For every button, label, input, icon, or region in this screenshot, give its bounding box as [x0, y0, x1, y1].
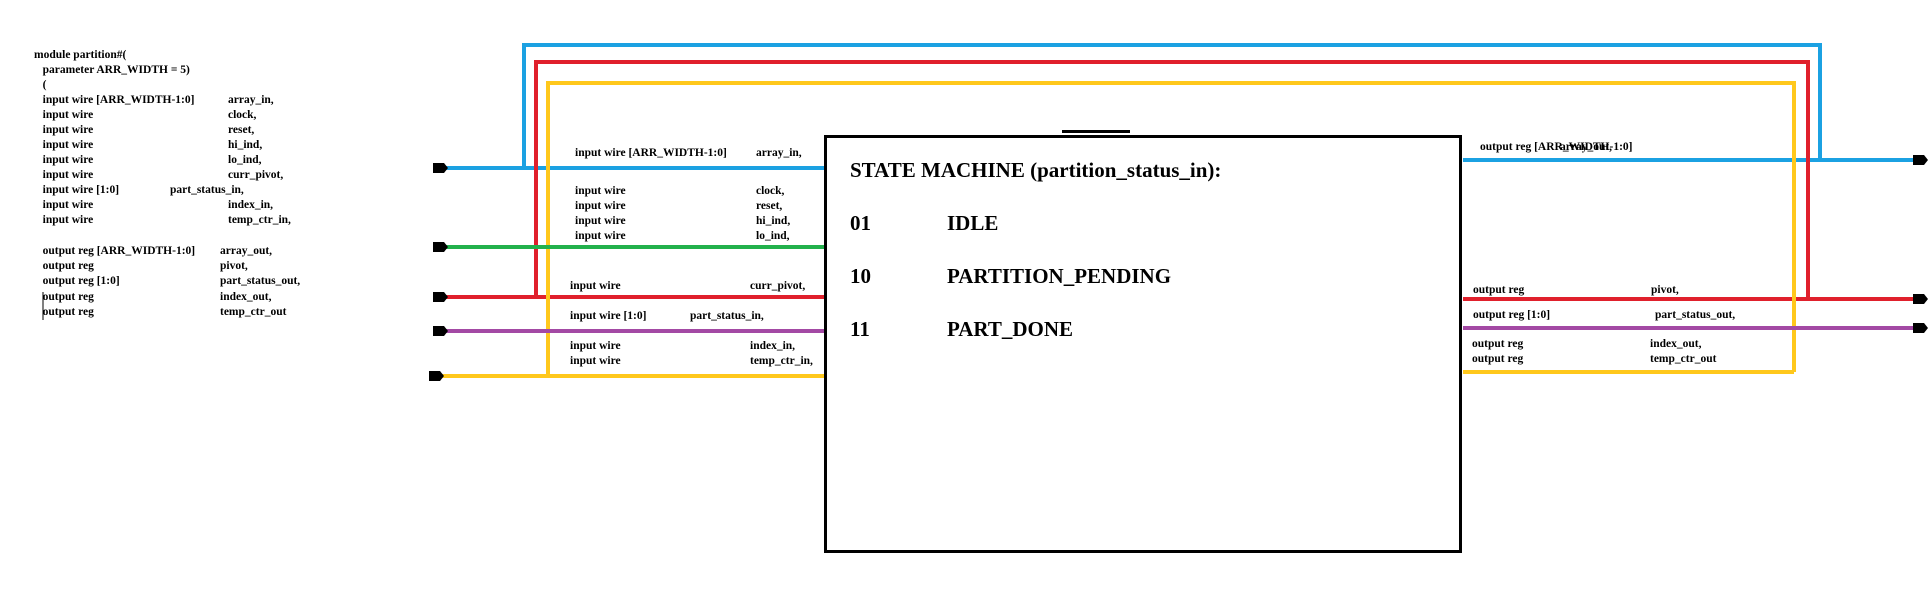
code-line-signal: hi_ind,: [228, 139, 263, 151]
left-port-signal: temp_ctr_in,: [750, 355, 813, 367]
right-port-signal: index_out,: [1650, 338, 1702, 350]
code-line-type: output reg [ARR_WIDTH-1:0]: [34, 245, 196, 257]
left-port-type: input wire: [575, 185, 626, 197]
code-line-signal: temp_ctr_in,: [228, 214, 291, 226]
code-line-type: input wire [ARR_WIDTH-1:0]: [34, 94, 195, 106]
left-port-signal: array_in,: [756, 147, 802, 159]
left-port-type: input wire: [570, 280, 621, 292]
left-port-signal: lo_ind,: [756, 230, 790, 242]
terminal-array-in: [433, 163, 448, 173]
state-code-partition-pending: 10: [850, 264, 871, 288]
code-line-signal: index_out,: [220, 291, 272, 303]
terminal-pivot-out: [1913, 294, 1928, 304]
right-port-type: output reg [1:0]: [1473, 309, 1551, 321]
terminal-pivot-in: [433, 292, 448, 302]
state-name-idle: IDLE: [947, 211, 999, 235]
right-port-signal: temp_ctr_out: [1650, 353, 1717, 365]
left-port-signal: part_status_in,: [690, 310, 764, 322]
left-port-type: input wire: [575, 230, 626, 242]
terminal-part-status-in: [433, 326, 448, 336]
code-line-type: input wire: [34, 109, 94, 121]
code-line-signal: temp_ctr_out: [220, 306, 287, 318]
state-name-partition-pending: PARTITION_PENDING: [947, 264, 1172, 288]
state-code-idle: 01: [850, 211, 871, 235]
right-port-signal: pivot,: [1651, 284, 1679, 296]
terminal-clock-reset: [433, 242, 448, 252]
code-line-signal: index_in,: [228, 199, 274, 211]
wire-array-loop: [522, 43, 1822, 168]
code-line-type: (: [34, 79, 47, 91]
code-line-type: input wire: [34, 169, 94, 181]
left-port-type: input wire: [570, 355, 621, 367]
code-line-signal: array_in,: [228, 94, 274, 106]
code-line-type: input wire: [34, 199, 94, 211]
right-port-type: output reg: [1472, 353, 1524, 365]
code-line-signal: array_out,: [220, 245, 273, 257]
right-port-signal: part_status_out,: [1655, 309, 1736, 321]
left-port-type: input wire: [570, 340, 621, 352]
code-line-type: input wire: [34, 139, 94, 151]
code-line-signal: part_status_in,: [170, 184, 244, 196]
right-port-type: output reg: [1473, 284, 1525, 296]
left-port-signal: reset,: [756, 200, 783, 212]
code-line-type: input wire: [34, 124, 94, 136]
terminal-temp-ctr-in: [429, 371, 444, 381]
state-machine-box-tab: [1062, 130, 1130, 133]
code-line-signal: clock,: [228, 109, 257, 121]
code-line-type: output reg: [34, 306, 94, 318]
code-line-type: output reg [1:0]: [34, 275, 120, 287]
right-port-type: output reg: [1472, 338, 1524, 350]
left-port-signal: hi_ind,: [756, 215, 791, 227]
code-line-signal: pivot,: [220, 260, 248, 272]
left-port-type: input wire [ARR_WIDTH-1:0]: [575, 147, 727, 159]
terminal-part-status-out: [1913, 323, 1928, 333]
code-line-signal: part_status_out,: [220, 275, 301, 287]
code-line-type: parameter ARR_WIDTH = 5): [34, 64, 190, 76]
wire-temp-ctr-loop: [546, 81, 1796, 376]
code-line-type: input wire [1:0]: [34, 184, 120, 196]
right-port-type: output reg [ARR_WIDTH-1:0]: [1480, 141, 1633, 153]
state-machine-box: [824, 135, 1462, 553]
code-line-type: input wire: [34, 214, 94, 226]
terminal-array-out: [1913, 155, 1928, 165]
left-port-signal: index_in,: [750, 340, 796, 352]
left-port-type: input wire [1:0]: [570, 310, 647, 322]
state-machine-title: STATE MACHINE (partition_status_in):: [850, 158, 1222, 182]
code-line-type: output reg: [34, 260, 94, 272]
left-port-signal: curr_pivot,: [750, 280, 806, 292]
left-port-signal: clock,: [756, 185, 785, 197]
code-line-signal: reset,: [228, 124, 255, 136]
wire-pivot-loop: [534, 60, 1810, 299]
right-port-signal: array_out,: [1560, 141, 1613, 153]
left-port-type: input wire: [575, 200, 626, 212]
code-line-type: input wire: [34, 154, 94, 166]
code-line-type: output reg: [34, 291, 94, 303]
code-line-signal: lo_ind,: [228, 154, 262, 166]
left-port-type: input wire: [575, 215, 626, 227]
code-line-type: module partition#(: [34, 49, 127, 61]
code-line-signal: curr_pivot,: [228, 169, 284, 181]
state-name-part-done: PART_DONE: [947, 317, 1074, 341]
state-code-part-done: 11: [850, 317, 870, 341]
